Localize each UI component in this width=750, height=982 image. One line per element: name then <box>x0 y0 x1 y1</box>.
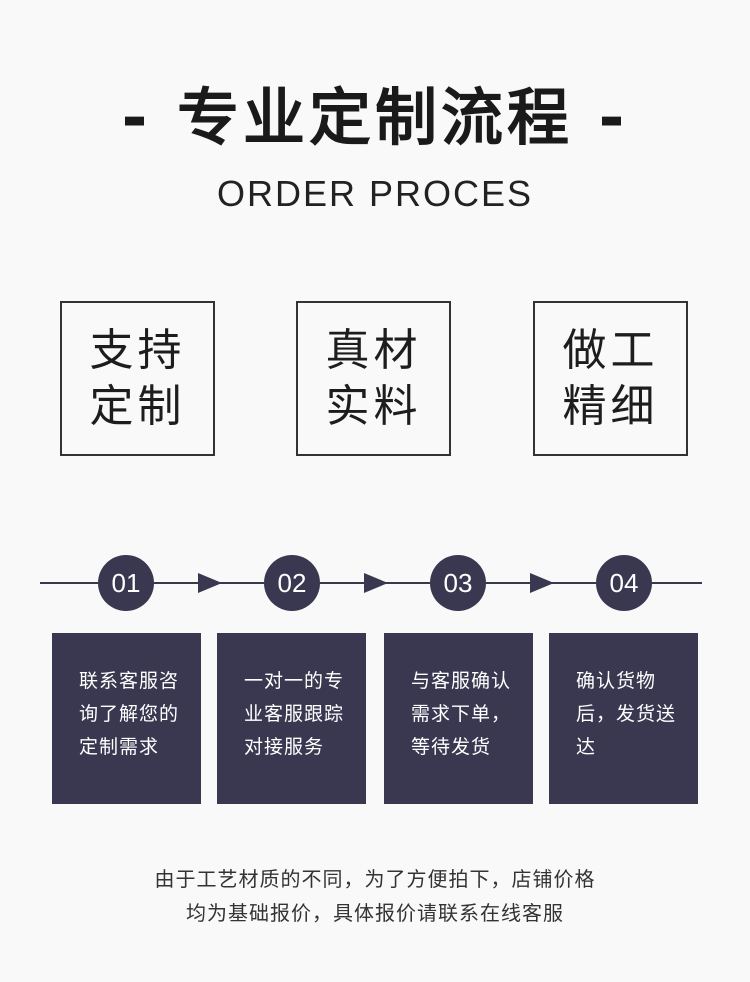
feature-text-line2: 实料 <box>325 380 422 432</box>
step-number-badge: 01 <box>98 555 154 611</box>
step-text: 确认货物 <box>576 670 657 692</box>
step-text: 后，发货送 <box>576 703 677 725</box>
feature-text-line1: 做工 <box>562 324 659 376</box>
feature-box-craftsmanship: 做工 精细 <box>533 301 688 456</box>
step-text: 与客服确认 <box>411 670 512 692</box>
step-card-4: 确认货物 后，发货送 达 <box>549 633 698 804</box>
step-text: 询了解您的 <box>79 703 180 725</box>
feature-text-line1: 真材 <box>325 324 422 376</box>
step-card-2: 一对一的专 业客服跟踪 对接服务 <box>217 633 366 804</box>
arrow-right-icon <box>364 573 388 593</box>
step-number-badge: 03 <box>430 555 486 611</box>
arrow-right-icon <box>530 573 554 593</box>
step-text: 业客服跟踪 <box>244 703 345 725</box>
step-number-badge: 02 <box>264 555 320 611</box>
step-text: 需求下单， <box>411 703 512 725</box>
pricing-note: 由于工艺材质的不同，为了方便拍下，店铺价格 均为基础报价，具体报价请联系在线客服 <box>0 862 750 930</box>
step-number-badge: 04 <box>596 555 652 611</box>
step-card-1: 联系客服咨 询了解您的 定制需求 <box>52 633 201 804</box>
step-card-3: 与客服确认 需求下单， 等待发货 <box>384 633 533 804</box>
arrow-right-icon <box>198 573 222 593</box>
step-text: 等待发货 <box>411 736 492 758</box>
feature-box-materials: 真材 实料 <box>296 301 451 456</box>
pricing-note-line1: 由于工艺材质的不同，为了方便拍下，店铺价格 <box>154 867 596 891</box>
feature-text-line1: 支持 <box>89 324 186 376</box>
step-text: 一对一的专 <box>244 670 345 692</box>
step-text: 达 <box>576 736 597 758</box>
step-text: 对接服务 <box>244 736 325 758</box>
page-subtitle: ORDER PROCES <box>216 173 534 214</box>
feature-box-customization: 支持 定制 <box>60 301 215 456</box>
feature-text-line2: 定制 <box>89 380 186 432</box>
step-text: 定制需求 <box>79 736 160 758</box>
feature-text-line2: 精细 <box>562 380 659 432</box>
page-title: - 专业定制流程 - <box>121 81 629 154</box>
step-text: 联系客服咨 <box>79 670 180 692</box>
pricing-note-line2: 均为基础报价，具体报价请联系在线客服 <box>186 901 564 925</box>
